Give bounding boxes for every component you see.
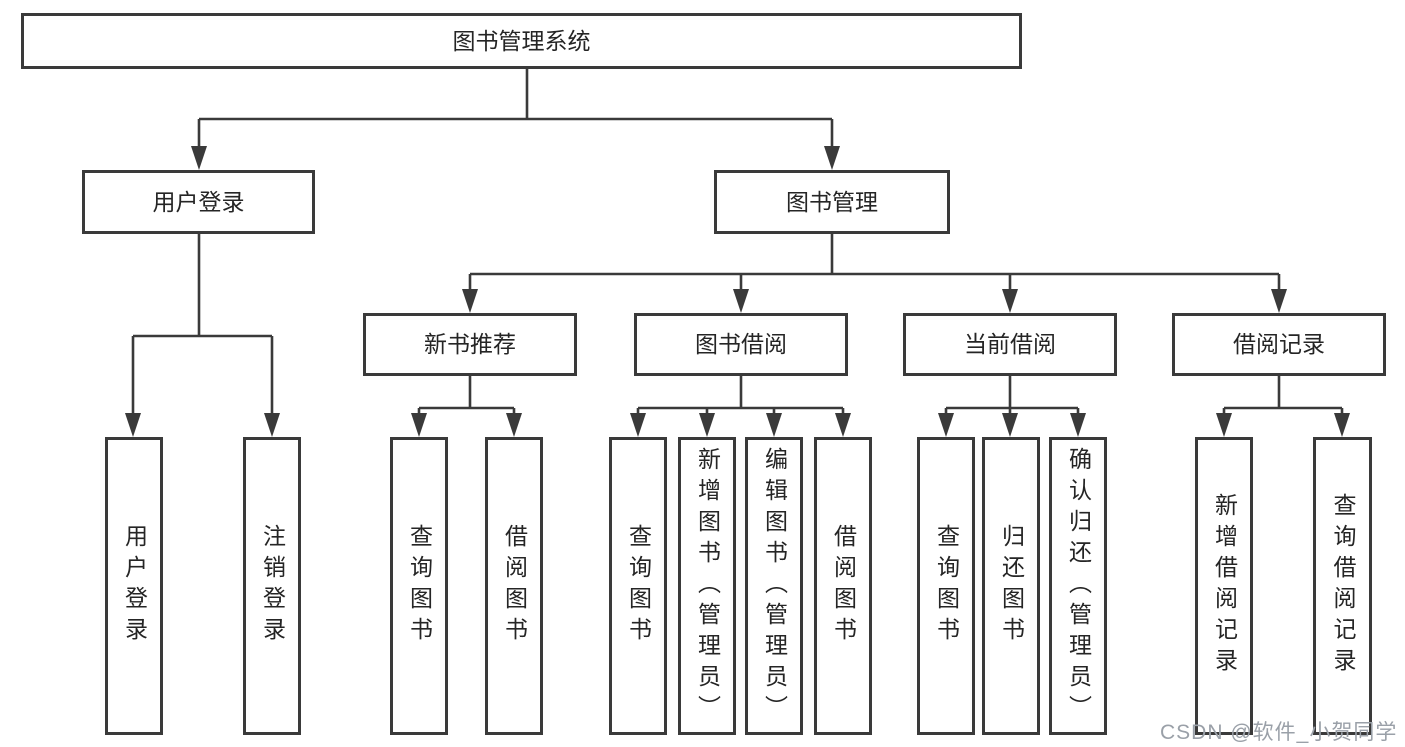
leaf-add-books-admin: 新增图书（管理员） xyxy=(678,437,736,735)
node-book-management: 图书管理 xyxy=(714,170,950,234)
node-current-borrowing: 当前借阅 xyxy=(903,313,1117,376)
leaf-query-books-recommend: 查询图书 xyxy=(390,437,448,735)
leaf-query-borrow-record: 查询借阅记录 xyxy=(1313,437,1372,735)
leaf-add-borrow-record: 新增借阅记录 xyxy=(1195,437,1253,735)
leaf-query-books-current: 查询图书 xyxy=(917,437,975,735)
node-new-book-recommend: 新书推荐 xyxy=(363,313,577,376)
node-root-library-system: 图书管理系统 xyxy=(21,13,1022,69)
leaf-edit-books-admin: 编辑图书（管理员） xyxy=(745,437,803,735)
leaf-logout: 注销登录 xyxy=(243,437,301,735)
leaf-borrow-books: 借阅图书 xyxy=(814,437,872,735)
leaf-return-books: 归还图书 xyxy=(982,437,1040,735)
leaf-user-login: 用户登录 xyxy=(105,437,163,735)
node-borrow-records: 借阅记录 xyxy=(1172,313,1386,376)
node-book-borrowing: 图书借阅 xyxy=(634,313,848,376)
leaf-borrow-books-recommend: 借阅图书 xyxy=(485,437,543,735)
leaf-query-books-borrowing: 查询图书 xyxy=(609,437,667,735)
arrowheads xyxy=(125,146,1350,437)
leaf-confirm-return-admin: 确认归还（管理员） xyxy=(1049,437,1107,735)
node-user-login: 用户登录 xyxy=(82,170,315,234)
csdn-watermark: CSDN @软件_小贺同学 xyxy=(1160,721,1398,744)
